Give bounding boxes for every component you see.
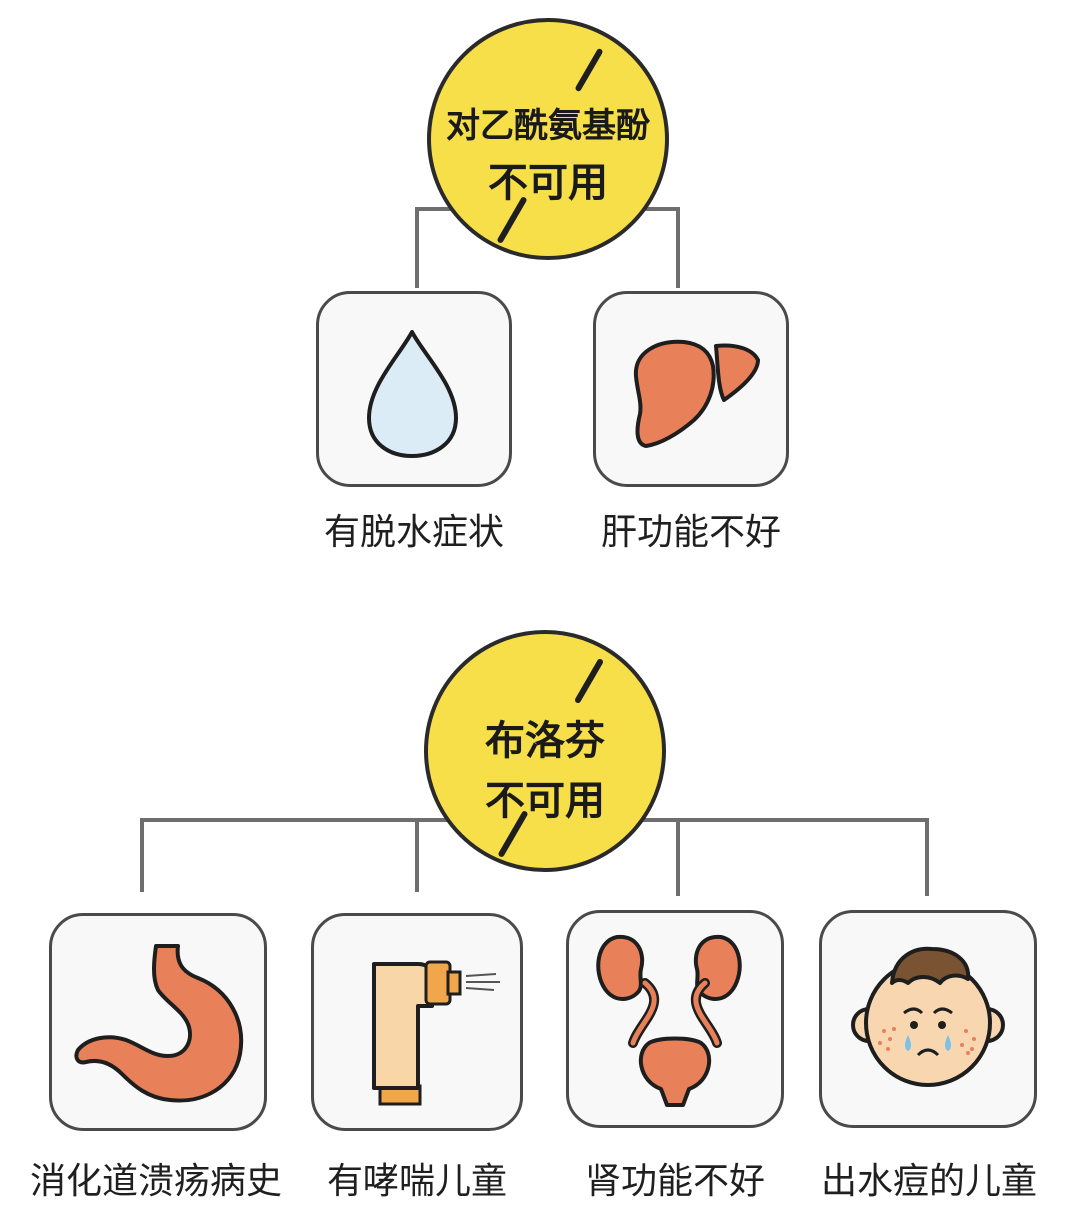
item-label: 有哮喘儿童	[326, 1161, 507, 1202]
drug-status: 不可用	[488, 160, 608, 206]
kidney-icon	[596, 934, 742, 1107]
drug-badge-acetaminophen: 对乙酰氨基酚 不可用	[427, 18, 669, 260]
water-drop-icon	[367, 330, 458, 458]
slash-mark-top	[573, 657, 605, 705]
drug-badge-ibuprofen: 布洛芬 不可用	[424, 630, 666, 872]
card-kidney	[566, 910, 784, 1128]
item-label: 肾功能不好	[584, 1161, 765, 1202]
inhaler-icon	[372, 960, 500, 1106]
drug-name: 布洛芬	[485, 718, 605, 764]
crying-child-icon	[851, 946, 1005, 1087]
card-dehydration	[316, 291, 512, 487]
card-liver	[593, 291, 789, 487]
stomach-icon	[74, 944, 244, 1103]
slash-mark-top	[574, 47, 604, 93]
card-stomach	[49, 913, 267, 1131]
item-label: 消化道溃疡病史	[29, 1161, 282, 1202]
item-label: 有脱水症状	[323, 512, 504, 553]
drug-status: 不可用	[485, 778, 605, 824]
liver-icon	[633, 339, 760, 448]
item-label: 出水痘的儿童	[820, 1161, 1037, 1202]
card-inhaler	[311, 913, 523, 1131]
item-label: 肝功能不好	[600, 512, 781, 553]
drug-name: 对乙酰氨基酚	[446, 106, 650, 146]
card-chickenpox-child	[819, 910, 1037, 1128]
